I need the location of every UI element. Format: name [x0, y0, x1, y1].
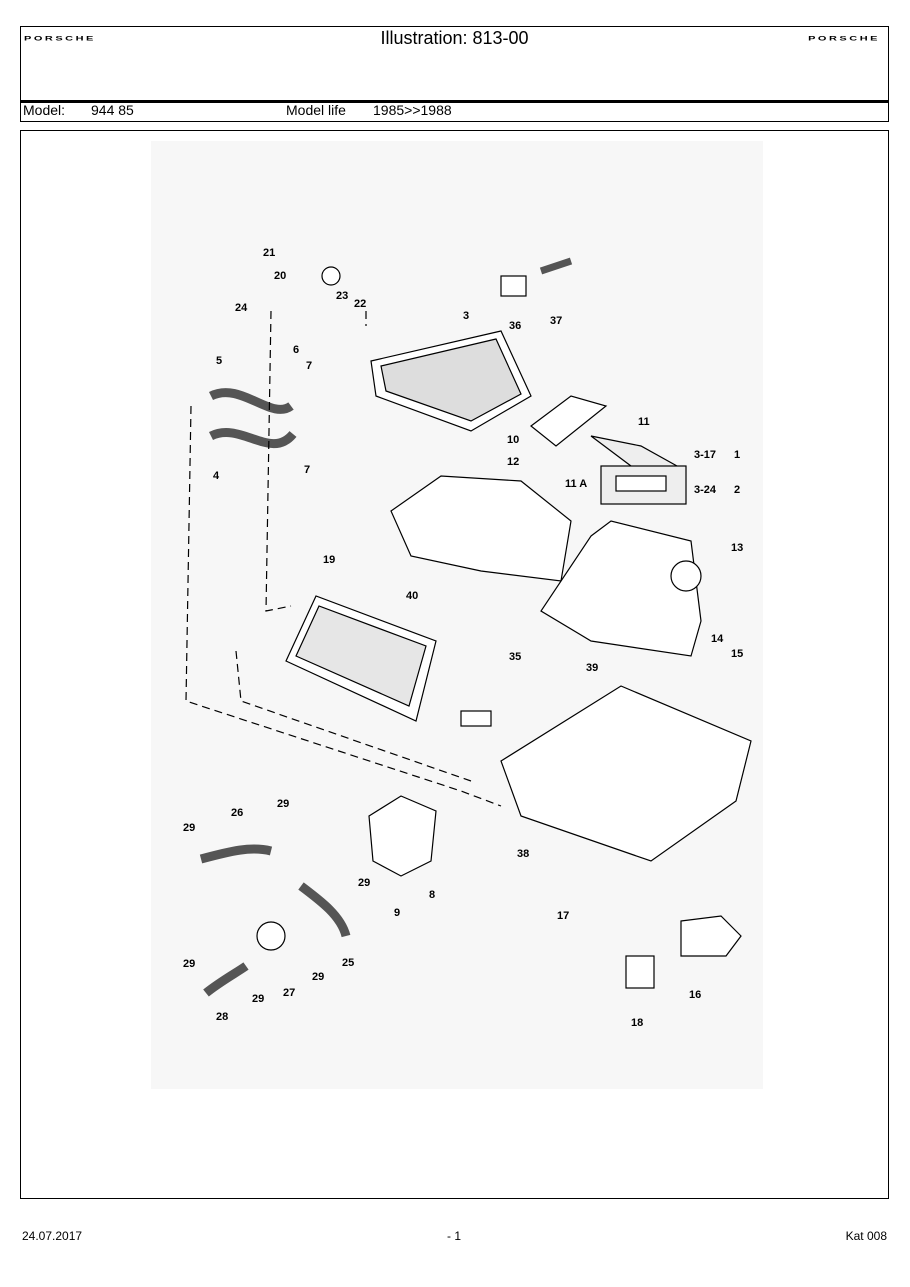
callout-label: 16	[689, 989, 701, 1001]
footer-date: 24.07.2017	[22, 1229, 83, 1243]
parts-diagram: 21 20 23 22 24 3 36 37 5 6 7 4 7 10 11 1…	[151, 141, 763, 1089]
callout-label: 26	[231, 807, 243, 819]
callout-label: 7	[304, 464, 310, 476]
callout-label: 17	[557, 910, 569, 922]
illustration-title: Illustration: 813-00	[380, 28, 529, 48]
model-life-label: Model life	[286, 102, 346, 118]
callout-label: 8	[429, 889, 435, 901]
callout-labels: 21 20 23 22 24 3 36 37 5 6 7 4 7 10 11 1…	[183, 247, 743, 1029]
header-divider	[21, 100, 888, 103]
callout-label: 9	[394, 907, 400, 919]
illustration-frame: 21 20 23 22 24 3 36 37 5 6 7 4 7 10 11 1…	[20, 130, 889, 1199]
porsche-logo-right: PORSCHE	[808, 35, 880, 43]
model-label: Model:	[23, 102, 66, 118]
callout-label: 23	[336, 290, 348, 302]
callout-label: 36	[509, 320, 521, 332]
callout-label: 11	[638, 416, 650, 428]
callout-label: 29	[183, 958, 195, 970]
callout-label: 5	[216, 355, 222, 367]
callout-label: 7	[306, 360, 312, 372]
model-life-value: 1985>>1988	[373, 102, 452, 118]
callout-label: 27	[283, 987, 295, 999]
callout-label: 1	[734, 449, 740, 461]
callout-label: 25	[342, 957, 354, 969]
callout-label: 13	[731, 542, 743, 554]
callout-label: 11 A	[565, 478, 587, 490]
callout-label: 3-17	[694, 449, 716, 461]
callout-label: 19	[323, 554, 335, 566]
porsche-logo-left: PORSCHE	[24, 35, 96, 43]
callout-label: 24	[235, 302, 248, 314]
callout-label: 35	[509, 651, 521, 663]
callout-label: 21	[263, 247, 275, 259]
footer-page: - 1	[447, 1229, 462, 1243]
callout-label: 22	[354, 298, 366, 310]
callout-label: 38	[517, 848, 529, 860]
callout-label: 4	[213, 470, 220, 482]
callout-label: 40	[406, 590, 418, 602]
callout-label: 29	[277, 798, 289, 810]
callout-label: 2	[734, 484, 740, 496]
callout-label: 20	[274, 270, 286, 282]
footer-catalog: Kat 008	[845, 1229, 887, 1243]
header-box: PORSCHE Illustration: 813-00 PORSCHE Mod…	[20, 26, 889, 122]
callout-label: 3-24	[694, 484, 717, 496]
parts-drawing	[185, 257, 752, 997]
callout-label: 15	[731, 648, 743, 660]
callout-label: 28	[216, 1011, 228, 1023]
callout-label: 10	[507, 434, 519, 446]
callout-label: 14	[711, 633, 724, 645]
callout-label: 37	[550, 315, 562, 327]
callout-label: 29	[252, 993, 264, 1005]
callout-label: 3	[463, 310, 469, 322]
model-value: 944 85	[91, 102, 134, 118]
callout-label: 29	[358, 877, 370, 889]
callout-label: 39	[586, 662, 598, 674]
callout-label: 18	[631, 1017, 643, 1029]
callout-label: 29	[183, 822, 195, 834]
callout-label: 12	[507, 456, 519, 468]
callout-label: 29	[312, 971, 324, 983]
callout-label: 6	[293, 344, 299, 356]
